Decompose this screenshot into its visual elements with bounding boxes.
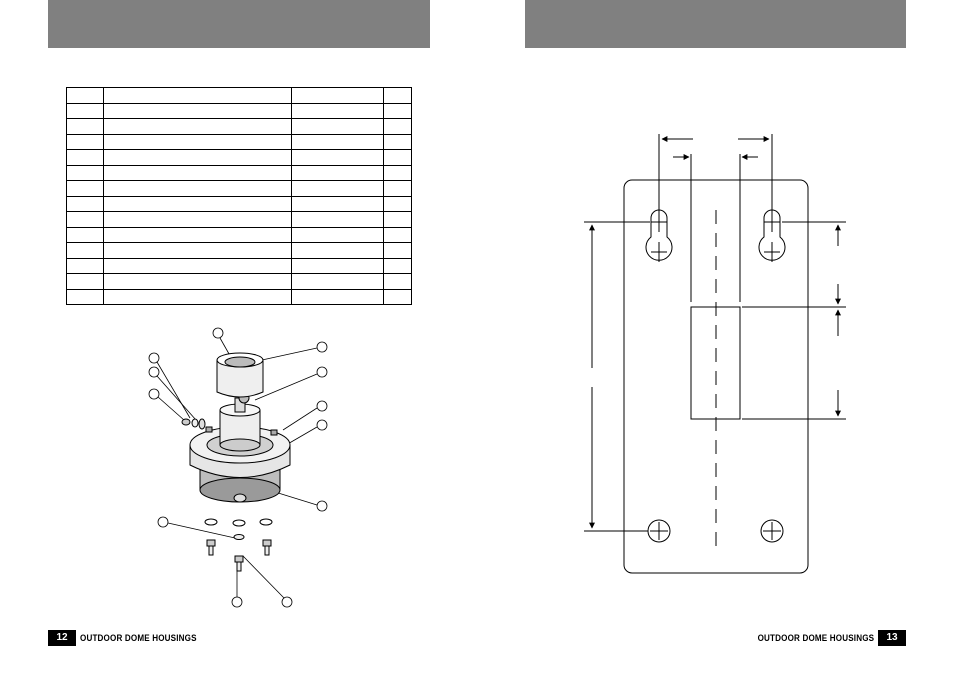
table-cell [383,118,412,135]
table-cell [66,180,104,197]
table-cell [66,164,104,181]
table-cell [291,118,384,135]
table-cell [383,288,412,305]
table-cell [66,87,104,104]
table-row [66,273,412,290]
exploded-view-diagram [148,327,328,608]
table-cell [383,102,412,119]
table-cell [383,226,412,243]
table-row [66,242,412,259]
callout-circle [316,366,328,378]
table-cell [103,226,292,243]
footer-title: OUTDOOR DOME HOUSINGS [757,632,874,644]
table-cell [291,226,384,243]
page-number: 12 [48,630,76,646]
table-cell [291,102,384,119]
table-cell [291,211,384,228]
mounting-hole [760,519,784,543]
table-cell [66,133,104,150]
callout-circle [157,516,169,528]
table-cell [103,288,292,305]
table-cell [383,87,412,104]
table-cell [103,149,292,166]
parts-list-table [66,87,412,305]
table-row [66,288,412,305]
table-cell [383,180,412,197]
table-cell [103,164,292,181]
page-number: 13 [878,630,906,646]
callout-circle [316,419,328,431]
table-cell [103,87,292,104]
table-cell [383,149,412,166]
table-cell [66,102,104,119]
footer-title: OUTDOOR DOME HOUSINGS [80,632,197,644]
left-page-header-bar [48,0,430,48]
table-cell [291,273,384,290]
table-cell [103,133,292,150]
right-page-header-bar [525,0,906,48]
table-cell [291,242,384,259]
table-cell [383,164,412,181]
table-cell [103,257,292,274]
table-row [66,195,412,212]
table-cell [103,273,292,290]
table-cell [103,102,292,119]
table-cell [66,257,104,274]
table-cell [291,87,384,104]
callout-circle [148,388,160,400]
table-cell [66,242,104,259]
table-row [66,102,412,119]
table-cell [291,180,384,197]
callout-circle [212,327,224,339]
table-cell [383,195,412,212]
table-cell [383,211,412,228]
table-cell [103,242,292,259]
table-cell [383,273,412,290]
table-cell [383,242,412,259]
table-cell [291,257,384,274]
table-cell [383,257,412,274]
table-row [66,180,412,197]
table-cell [291,133,384,150]
table-cell [103,195,292,212]
callout-circle [231,596,243,608]
table-cell [103,180,292,197]
right-page-footer: OUTDOOR DOME HOUSINGS 13 [737,630,906,646]
table-cell [66,211,104,228]
callout-circle [148,366,160,378]
table-cell [66,226,104,243]
table-row [66,164,412,181]
table-row [66,257,412,274]
template-outline [623,179,809,574]
table-cell [103,211,292,228]
table-cell [291,164,384,181]
table-cell [66,288,104,305]
table-cell [291,288,384,305]
callout-circle [148,352,160,364]
table-cell [66,149,104,166]
table-cell [383,133,412,150]
table-row [66,118,412,135]
callout-circle [281,596,293,608]
table-row [66,133,412,150]
callout-circle [316,500,328,512]
left-page-footer: 12 OUTDOOR DOME HOUSINGS [48,630,217,646]
table-cell [66,273,104,290]
table-cell [103,118,292,135]
mounting-template-diagram [584,134,846,574]
table-row [66,149,412,166]
table-row [66,87,412,104]
callout-circle [316,341,328,353]
table-cell [291,149,384,166]
table-cell [66,118,104,135]
callout-circle [316,400,328,412]
table-row [66,226,412,243]
table-row [66,211,412,228]
table-cell [291,195,384,212]
table-cell [66,195,104,212]
